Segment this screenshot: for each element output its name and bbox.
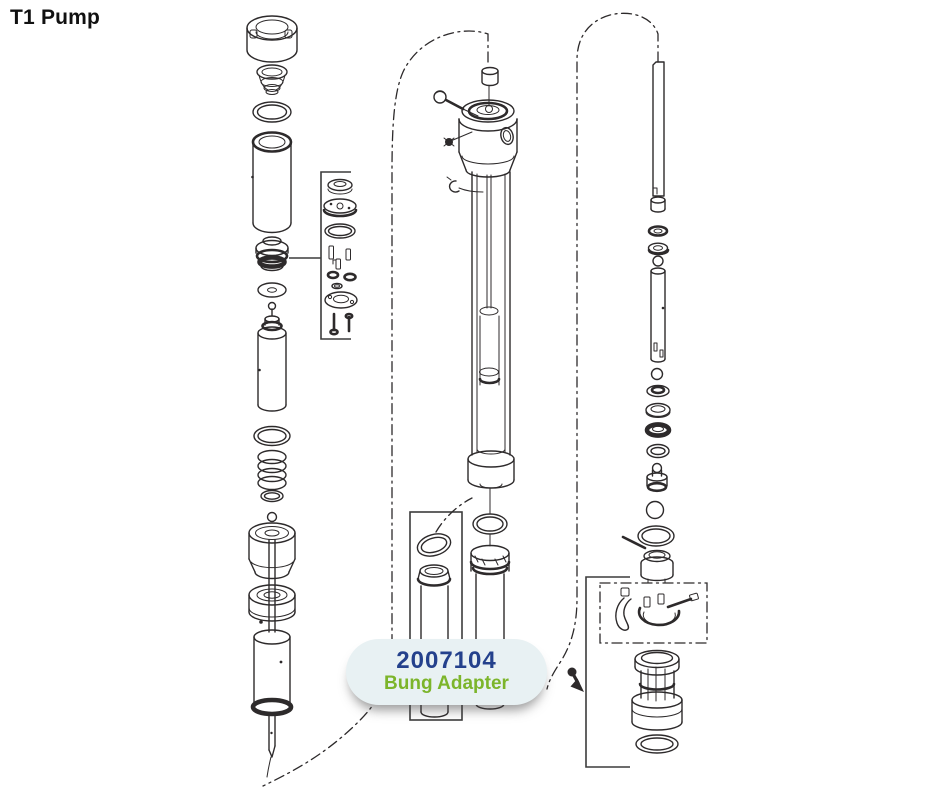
right-rod-module xyxy=(546,12,708,768)
callout-arrow xyxy=(567,667,584,692)
o-ring-part xyxy=(252,101,292,123)
repair-kit-parts xyxy=(322,178,358,336)
piston-cup-part xyxy=(248,511,296,633)
lower-cylinder-part xyxy=(250,629,294,717)
throat-bearing-part xyxy=(248,584,296,624)
page-title: T1 Pump xyxy=(10,6,101,29)
detail-box xyxy=(409,497,473,721)
bung-adapter-part xyxy=(631,649,683,731)
seal-stack-part xyxy=(644,384,672,459)
seal-washer-part xyxy=(647,225,670,256)
valve-plug-part xyxy=(646,462,668,493)
module-boundary-line xyxy=(546,12,659,690)
piston-valve-part xyxy=(255,236,289,272)
displacement-rod-part xyxy=(257,301,287,412)
pin-part xyxy=(621,535,647,550)
screw-part xyxy=(433,90,479,117)
bung-adapter-bracket xyxy=(585,576,630,768)
tank-cap-part xyxy=(246,15,298,63)
o-ring-part xyxy=(635,734,679,754)
valve-cylinder-part xyxy=(650,255,666,363)
center-cylinder-module xyxy=(262,30,518,787)
set-screw-part xyxy=(443,131,473,147)
upper-cylinder-part xyxy=(251,131,293,234)
o-ring-part xyxy=(645,500,665,520)
repair-kit-bracket xyxy=(289,171,351,340)
module-boundary-line xyxy=(262,30,489,787)
clamp-kit-box xyxy=(599,582,708,644)
o-ring-part xyxy=(637,525,675,547)
flat-washer-part xyxy=(257,282,287,298)
clip-part xyxy=(446,176,484,193)
inlet-strainer-part xyxy=(256,64,288,95)
left-pump-stack xyxy=(246,15,358,778)
main-cylinder-tube-part xyxy=(467,171,515,489)
callout-bung-adapter[interactable]: 2007104 Bung Adapter xyxy=(346,639,547,705)
check-ball-part xyxy=(650,367,664,381)
callout-part-name: Bung Adapter xyxy=(384,673,509,695)
rod-tip-part xyxy=(266,713,276,778)
piston-rod-part xyxy=(650,61,666,213)
pump-head-part xyxy=(458,99,518,178)
o-ring-part xyxy=(253,425,291,447)
spring-part xyxy=(257,449,287,491)
callout-part-number: 2007104 xyxy=(396,647,497,675)
foot-valve-seat-part xyxy=(640,549,674,584)
o-ring-part xyxy=(472,487,508,547)
o-ring-part xyxy=(260,489,284,503)
